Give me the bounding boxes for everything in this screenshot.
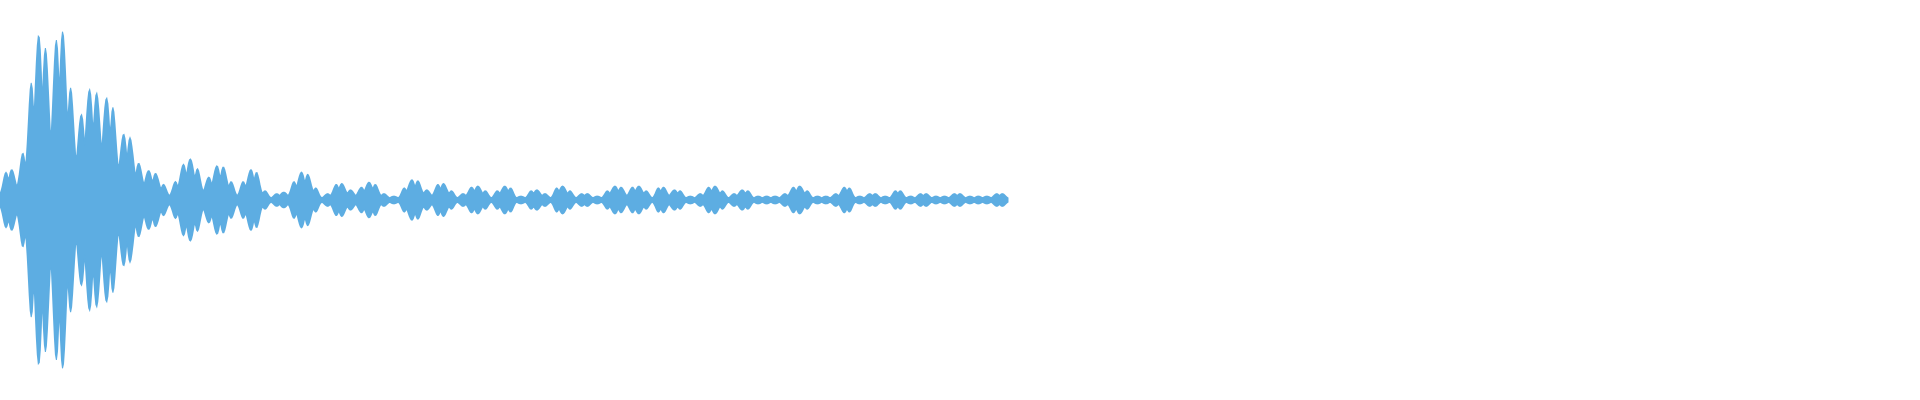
waveform-shape bbox=[0, 31, 1009, 369]
